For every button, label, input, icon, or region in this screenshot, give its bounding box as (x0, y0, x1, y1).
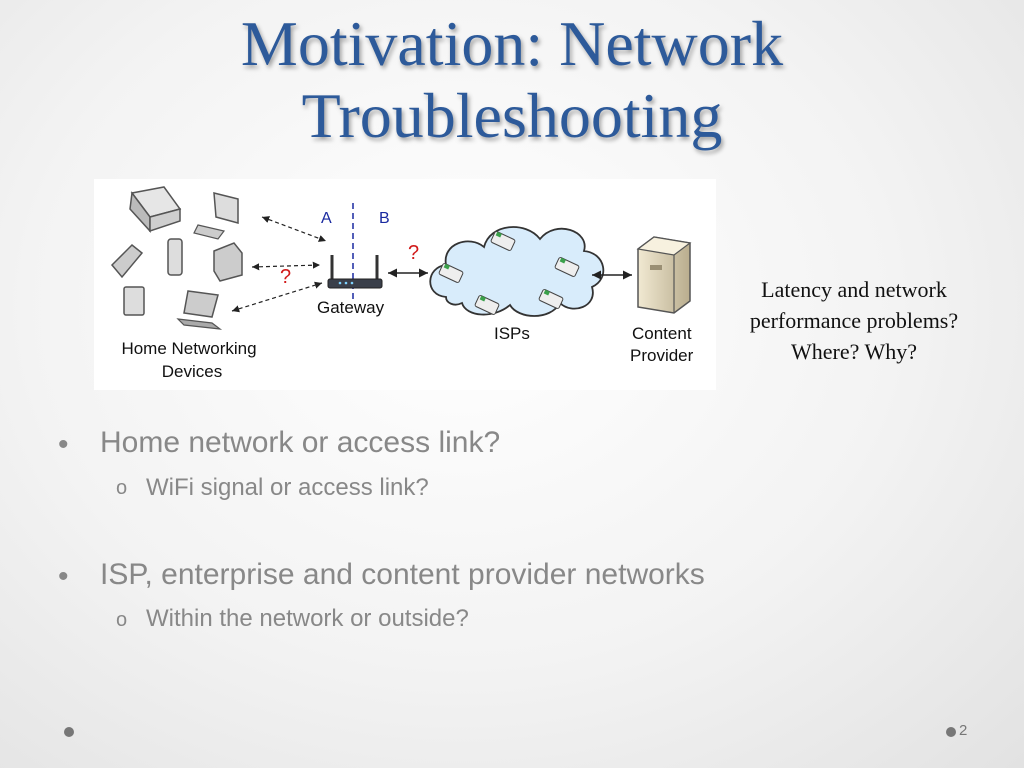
bullet-marker: • (58, 560, 69, 593)
provider-label-line-2: Provider (630, 346, 694, 365)
question-mark-access: ? (408, 242, 419, 264)
bullet-marker: • (58, 428, 69, 461)
title-line-1: Motivation: Network (240, 8, 784, 79)
bullet-item: Home network or access link? (100, 426, 501, 459)
page-number: 2 (959, 722, 968, 739)
gateway-label: Gateway (317, 298, 385, 317)
footer-dot-left (64, 727, 74, 737)
flip-phone-icon (110, 243, 144, 279)
home-label-line-2: Devices (162, 362, 222, 381)
provider-label-line-1: Content (632, 324, 692, 343)
smartphone-icon (167, 238, 183, 276)
caption-line-2: performance problems? (749, 308, 959, 333)
home-label-line-1: Home Networking (121, 339, 256, 358)
laptop-icon (176, 290, 223, 330)
tablet-icon (123, 286, 145, 316)
label-b: B (379, 210, 390, 227)
label-a: A (321, 210, 332, 227)
caption-line-3: Where? Why? (790, 339, 918, 364)
sub-bullet-item: WiFi signal or access link? (146, 474, 429, 501)
printer-icon (129, 186, 182, 233)
server-icon (636, 236, 692, 314)
sub-bullet-marker: o (116, 609, 128, 631)
sub-bullet-marker: o (116, 477, 128, 499)
question-mark-home: ? (280, 266, 291, 288)
network-diagram-svg: A B Gateway ? ? ? (110, 186, 694, 381)
router-icon (327, 255, 383, 289)
bullet-item: ISP, enterprise and content provider net… (100, 558, 705, 591)
isp-cloud (429, 226, 605, 317)
isps-label: ISPs (494, 324, 530, 343)
camcorder-icon (213, 242, 243, 282)
diagram-caption: Latency and network performance problems… (716, 274, 992, 367)
title-line-2: Troubleshooting (301, 80, 723, 151)
slide-title: Motivation: Network Troubleshooting (0, 8, 1024, 152)
desktop-computer-icon (193, 192, 239, 240)
footer-dot-right (946, 727, 956, 737)
network-diagram: A B Gateway ? ? ? (94, 179, 716, 390)
sub-bullet-item: Within the network or outside? (146, 605, 469, 632)
caption-line-1: Latency and network (761, 277, 947, 302)
